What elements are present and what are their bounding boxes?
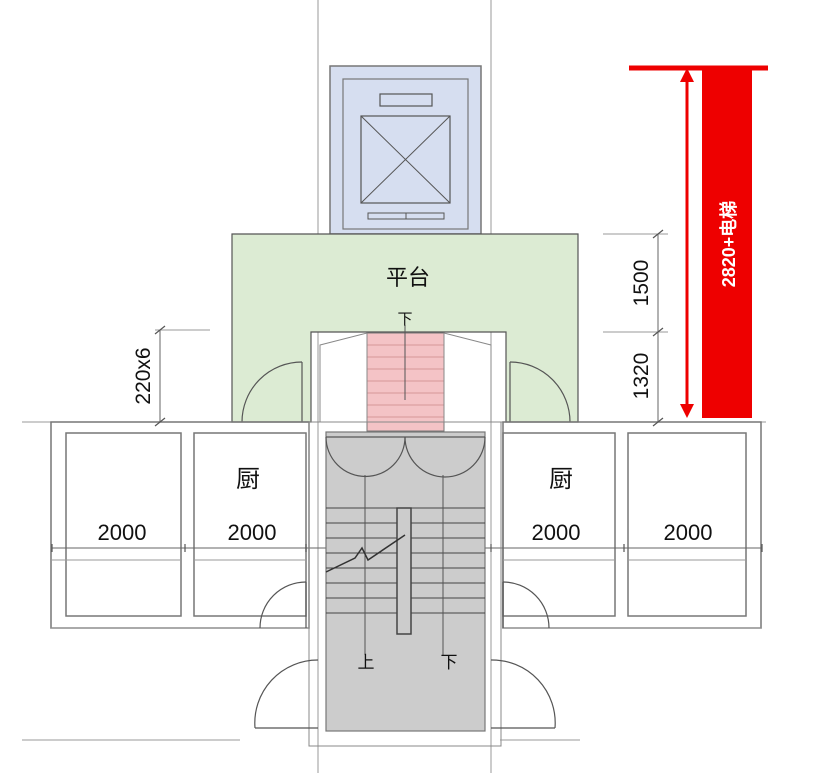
step-dim-tick-bottom	[154, 417, 166, 427]
room-width-3: 2000	[532, 520, 581, 545]
stairwell-outer	[308, 421, 502, 747]
elevator-car	[360, 115, 451, 204]
elevator-panel	[379, 93, 433, 107]
elevator	[329, 65, 482, 235]
red-annotation-arrow-down	[680, 404, 694, 418]
room-width-1: 2000	[98, 520, 147, 545]
step-dim-label: 220x6	[132, 347, 155, 404]
red-annotation-bar	[702, 70, 752, 418]
elevator-inner	[342, 78, 469, 230]
room-width-2: 2000	[228, 520, 277, 545]
step-dim-tick-top	[154, 325, 166, 335]
ramp-down-label: 下	[397, 311, 412, 328]
left-opening	[319, 332, 368, 423]
lower-height-label: 1320	[630, 353, 653, 400]
red-annotation-arrow-up	[680, 68, 694, 82]
entrance-door-left	[254, 659, 319, 729]
red-annotation: 2820+电梯	[629, 65, 768, 418]
red-annotation-label: 2820+电梯	[718, 201, 739, 288]
kitchen-left-label: 厨	[236, 466, 260, 493]
entrance-door-right	[490, 659, 556, 729]
stair-down-label: 下	[441, 653, 458, 672]
platform-door-right	[509, 361, 571, 423]
unit-door-left	[259, 581, 307, 629]
kitchen-right-label: 厨	[549, 466, 573, 493]
platform-label: 平台	[386, 265, 430, 290]
upper-height-label: 1500	[630, 260, 653, 307]
room-width-4: 2000	[664, 520, 713, 545]
platform-door-left	[241, 361, 303, 423]
height-dim-tick-bottom	[652, 417, 664, 427]
height-dim-tick-mid	[652, 327, 664, 337]
right-units	[502, 421, 762, 629]
right-opening	[443, 332, 492, 423]
stair-up-label: 上	[358, 653, 375, 672]
stair-handrail	[396, 507, 412, 635]
stair-break-line	[325, 534, 406, 573]
elevator-car-diag-2	[360, 115, 451, 204]
height-dim-tick-top	[652, 229, 664, 239]
width-dim-ticks	[51, 544, 763, 552]
unit-door-right	[502, 581, 550, 629]
elevator-shaft	[329, 65, 482, 235]
